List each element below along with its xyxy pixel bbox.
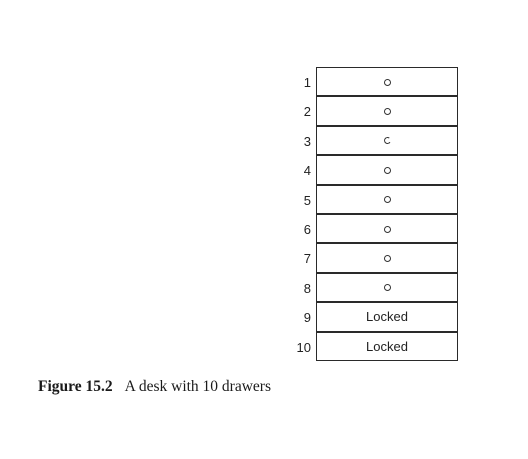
- caption-label: Figure 15.2: [38, 378, 113, 395]
- drawer-1: 1: [304, 67, 458, 97]
- drawer-number: 4: [303, 163, 311, 179]
- drawer-7: 7: [304, 243, 458, 273]
- drawer-number: 9: [303, 310, 311, 326]
- drawer-number: 10: [296, 339, 311, 355]
- drawer-number: 2: [303, 104, 311, 120]
- drawer-number: 6: [303, 222, 311, 237]
- drawer-6: 6: [304, 214, 458, 244]
- drawer-number: 8: [303, 280, 311, 296]
- knob-icon: [384, 108, 391, 116]
- drawer-number: 1: [303, 75, 311, 90]
- drawer-10: 10 Locked: [297, 331, 458, 361]
- drawer-3: 3: [304, 125, 458, 156]
- knob-icon: [383, 136, 392, 146]
- knob-icon: [384, 225, 391, 233]
- drawer-9: 9 Locked: [304, 302, 458, 332]
- figure-caption: Figure 15.2 A desk with 10 drawers: [38, 378, 271, 396]
- drawer-number: 5: [303, 192, 311, 208]
- locked-label: Locked: [366, 309, 408, 325]
- drawer-8: 8: [304, 272, 458, 303]
- drawer-4: 4: [304, 155, 458, 185]
- locked-label: Locked: [366, 338, 408, 354]
- drawer-number: 3: [303, 133, 311, 149]
- drawer-2: 2: [304, 96, 458, 126]
- knob-icon: [384, 284, 391, 292]
- caption-text: A desk with 10 drawers: [124, 378, 271, 395]
- knob-icon: [384, 166, 391, 174]
- drawer-5: 5: [304, 184, 458, 214]
- knob-icon: [384, 196, 391, 204]
- knob-icon: [384, 78, 391, 86]
- desk: 1 2 3 4 5 6 7 8: [297, 67, 460, 361]
- drawer-number: 7: [303, 251, 311, 267]
- knob-icon: [384, 255, 391, 263]
